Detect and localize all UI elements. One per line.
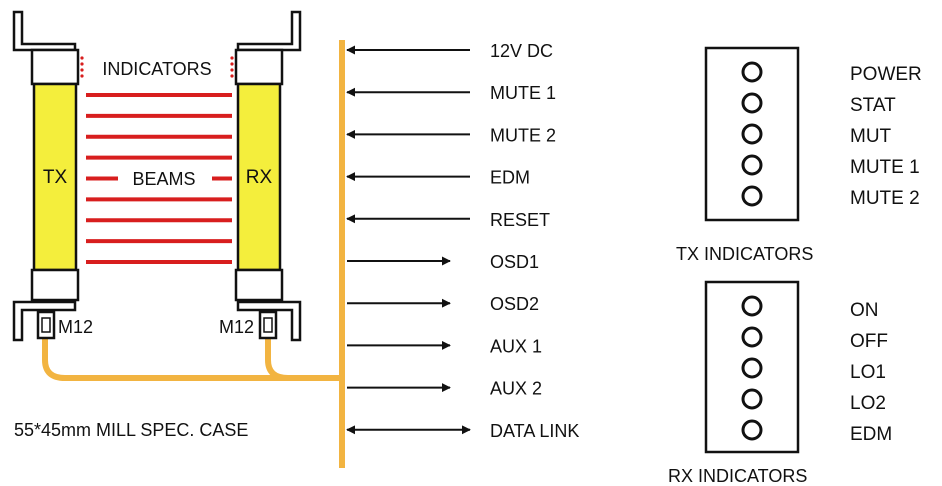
tx-unit: TX [12,10,80,342]
indicator-led [741,357,763,379]
signal-label: MUTE 2 [490,125,556,145]
indicator-label: MUT [850,126,892,147]
beams-label: BEAMS [132,169,195,189]
signal-label: OSD2 [490,294,539,314]
rx-bottom-bracket [236,300,302,342]
signal-label: AUX 1 [490,336,542,356]
m12-left-label: M12 [58,317,93,337]
tx-indicator-leds: POWER STAT MUT MUTE 1 MUTE 2 [741,61,922,209]
indicator-led [741,326,763,348]
cable-rx [265,338,289,381]
rx-indicator-dots [230,56,234,78]
rx-connector-pin [263,317,273,333]
tx-indicators-title: TX INDICATORS [676,244,813,264]
rx-top-cap [234,48,284,86]
indicator-label: MUTE 1 [850,157,920,178]
indicator-led [741,185,763,207]
tx-bottom-cap [30,268,80,302]
cable [42,338,342,381]
beams-label-bg [118,166,212,190]
indicator-label: STAT [850,95,896,116]
indicator-led [741,92,763,114]
rx-bottom-cap [234,268,284,302]
indicator-led [741,419,763,441]
signal-label: 12V DC [490,41,553,61]
signal-label: RESET [490,210,550,230]
signal-label: EDM [490,168,530,188]
indicator-led [741,123,763,145]
case-label: 55*45mm MILL SPEC. CASE [14,420,248,440]
indicator-led [741,154,763,176]
indicator-led [741,388,763,410]
indicator-label: EDM [850,424,892,445]
tx-bottom-bracket [12,300,77,342]
indicator-label: LO1 [850,362,886,383]
rx-label: RX [246,167,273,188]
indicator-label: LO2 [850,393,886,414]
indicators-label: INDICATORS [102,59,211,79]
rx-indicators-title: RX INDICATORS [668,466,807,486]
indicator-label: POWER [850,64,922,85]
tx-connector-pin [41,317,51,333]
tx-top-bracket [12,10,77,52]
tx-top-cap [30,48,80,86]
indicator-label: MUTE 2 [850,188,920,209]
indicator-label: ON [850,300,879,321]
indicator-label: OFF [850,331,888,352]
signal-label: MUTE 1 [490,83,556,103]
rx-unit: RX [234,10,302,342]
signal-label: DATA LINK [490,421,579,441]
m12-right-label: M12 [219,317,254,337]
tx-label: TX [43,167,68,188]
indicator-led [741,61,763,83]
rx-tube [236,82,282,272]
rx-top-bracket [236,10,302,52]
signal-label: AUX 2 [490,379,542,399]
tx-indicator-dots [80,56,84,78]
signal-label: OSD1 [490,252,539,272]
indicator-led [741,295,763,317]
